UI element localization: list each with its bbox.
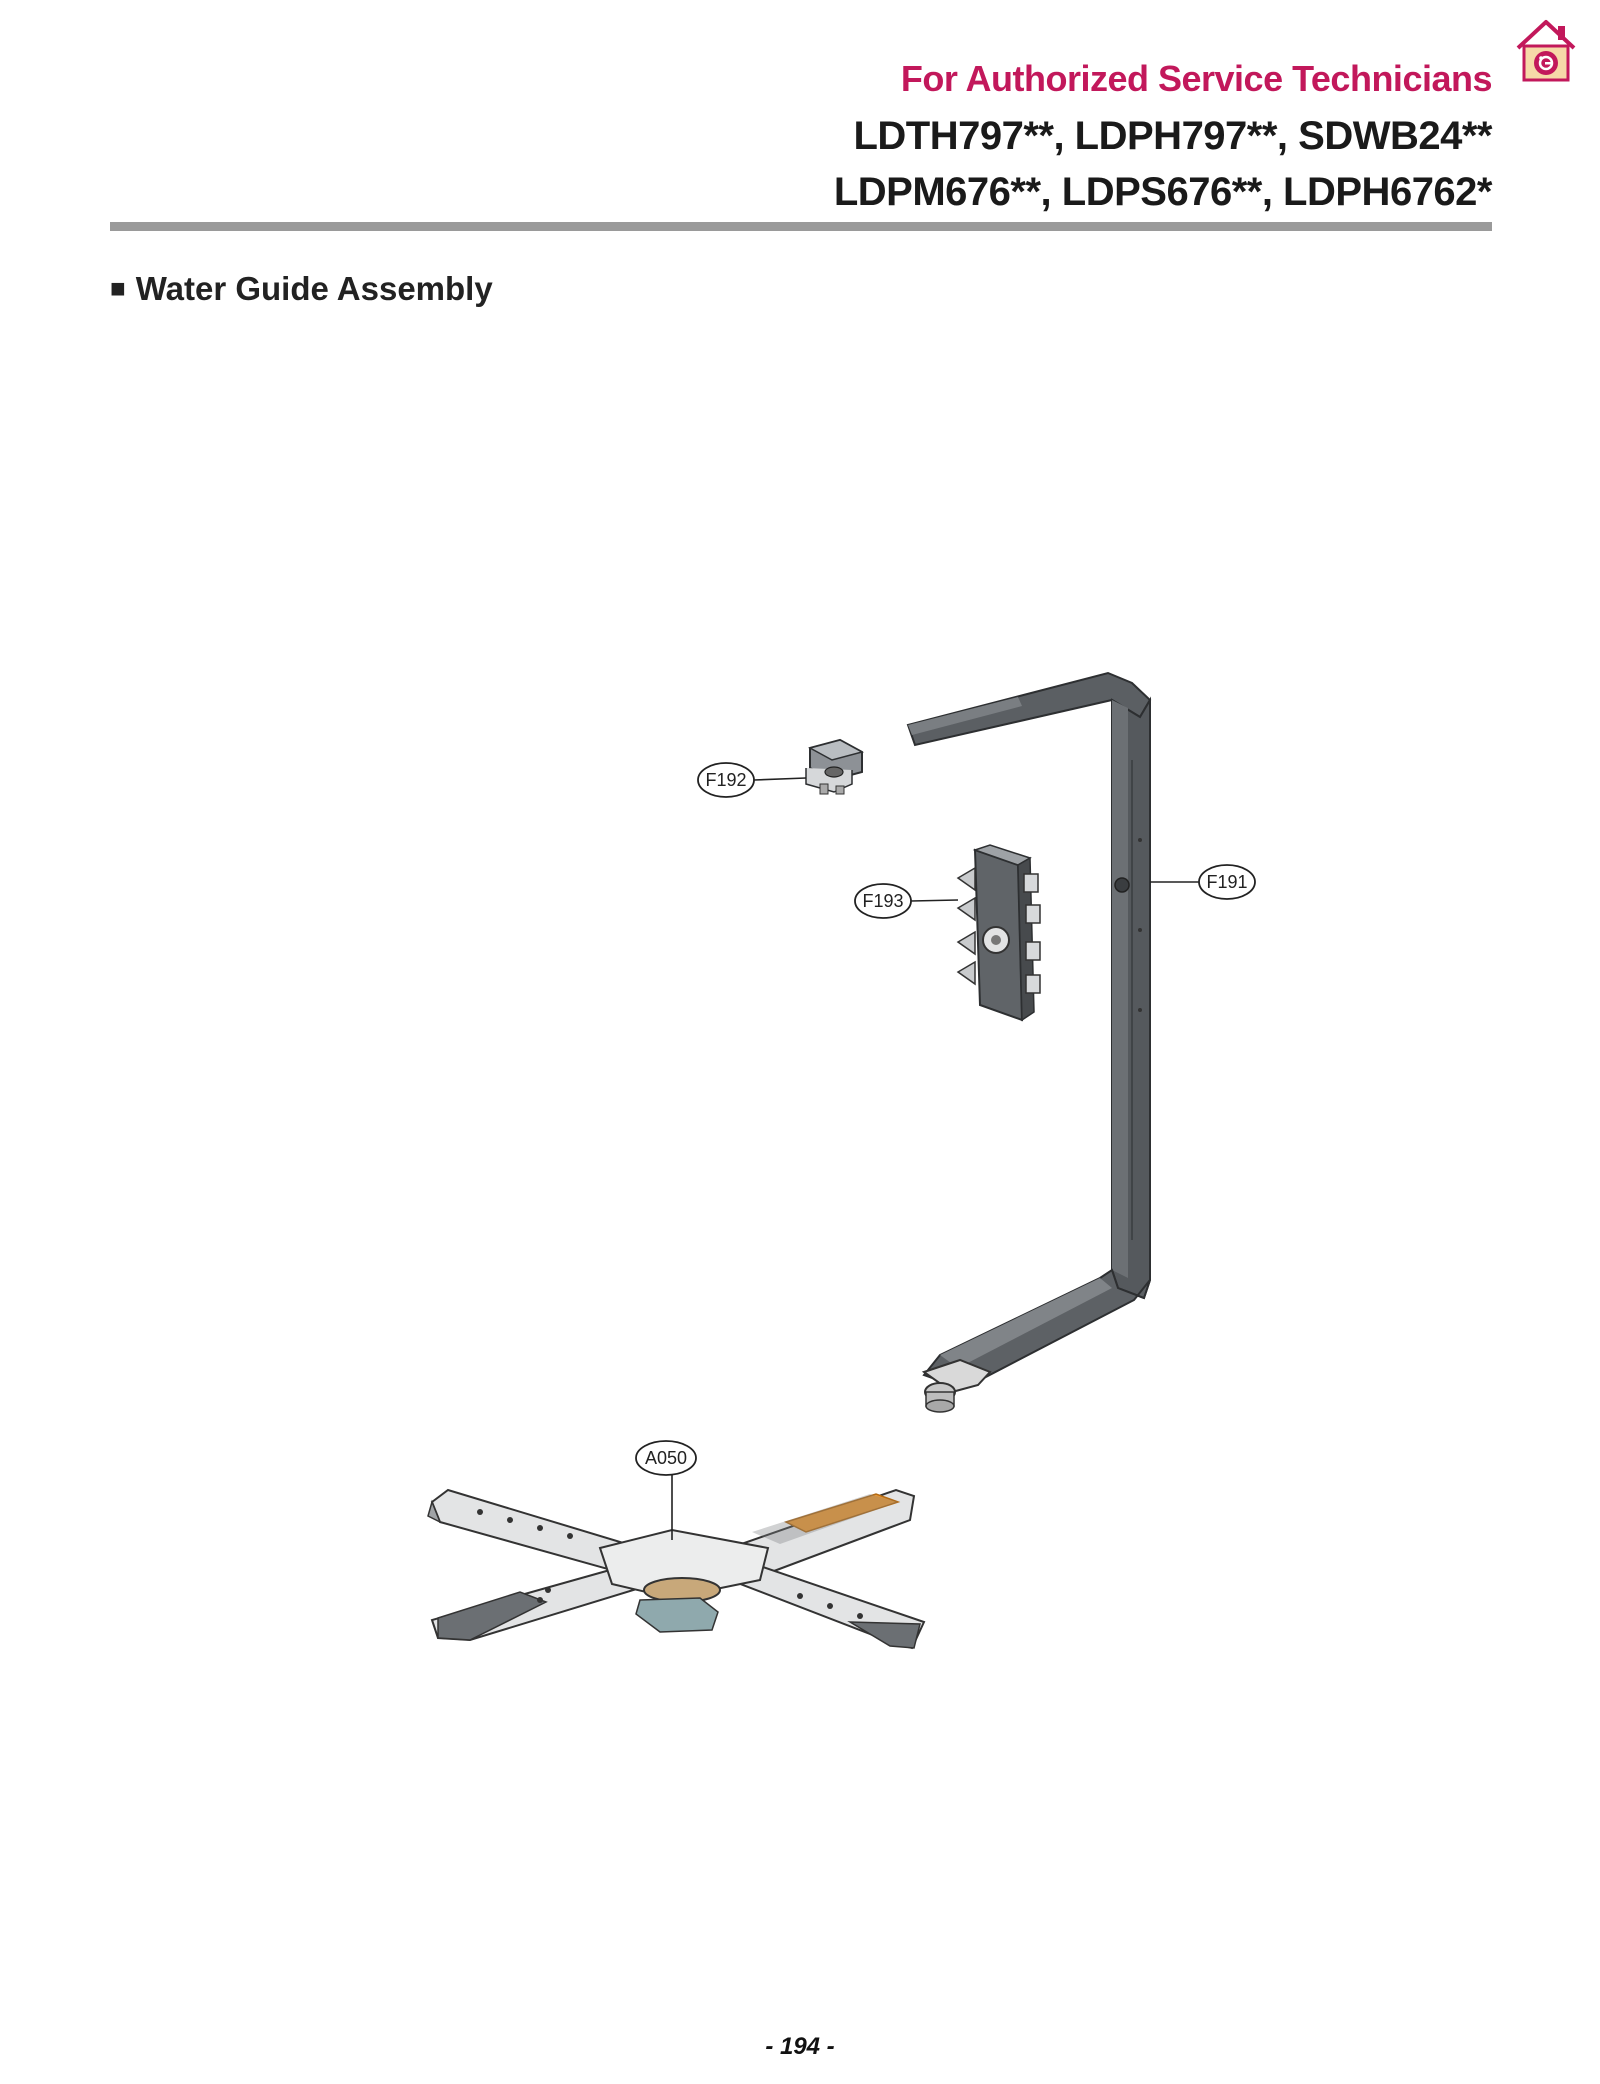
header-divider (110, 222, 1492, 231)
callout-label-f192: F192 (705, 770, 746, 790)
water-guide-pipe-part (906, 671, 1152, 1413)
section-title-text: Water Guide Assembly (135, 270, 493, 307)
callout-a050: A050 (635, 1440, 697, 1540)
section-bullet: ■ (110, 273, 126, 303)
page-number: - 194 - (765, 2033, 835, 2060)
callout-f192: F192 (697, 762, 807, 798)
f193-part (956, 844, 1041, 1022)
model-list-line-1: LDTH797**, LDPH797**, SDWB24** (853, 114, 1492, 158)
spray-arm-part (427, 1488, 926, 1650)
callout-label-f193: F193 (862, 891, 903, 911)
callout-label-a050: A050 (645, 1448, 687, 1468)
f192-part (805, 738, 865, 795)
callout-f191: F191 (1150, 864, 1256, 900)
lg-house-logo-icon (1516, 20, 1576, 82)
audience-label: For Authorized Service Technicians (900, 58, 1493, 99)
callout-f193: F193 (854, 883, 959, 919)
callout-label-f191: F191 (1206, 872, 1247, 892)
section-title: ■ Water Guide Assembly (110, 270, 493, 308)
model-list-line-2: LDPM676**, LDPS676**, LDPH6762* (833, 170, 1493, 214)
